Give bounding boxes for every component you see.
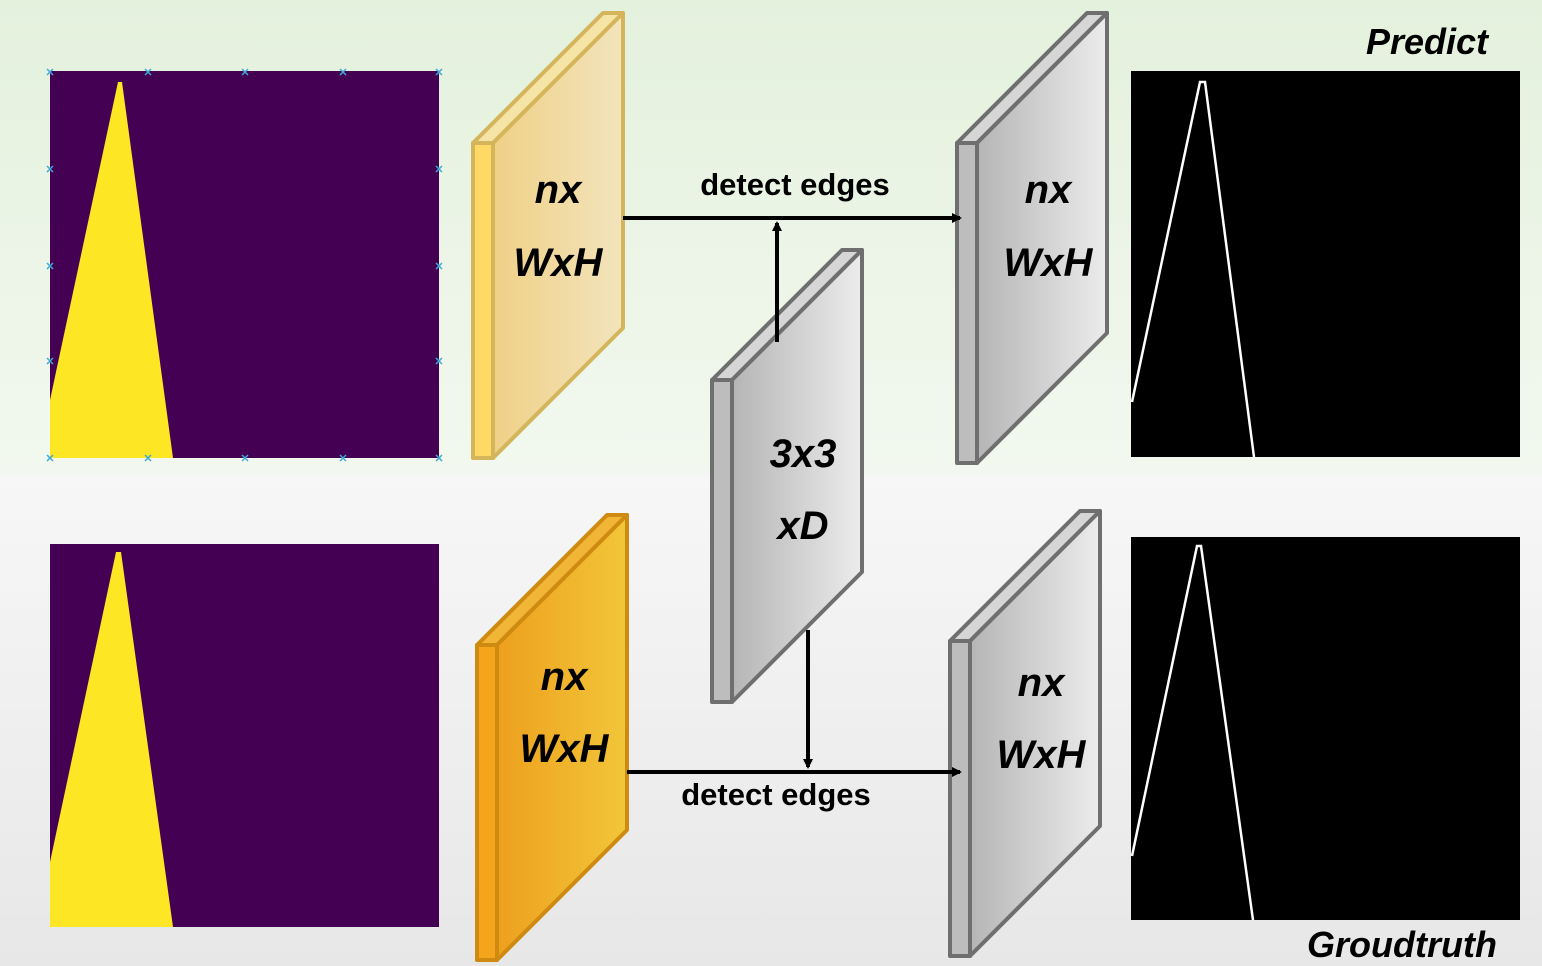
groundtruth-edge-image [1130, 537, 1520, 921]
kernel-depth: xD [775, 504, 828, 548]
predict-edge-size: WxH [1004, 241, 1094, 285]
top-detect-edges-label: detect edges [700, 167, 890, 202]
groundtruth-row-label: Groudtruth [1307, 924, 1497, 965]
groundtruth-feature-size: WxH [520, 727, 610, 771]
predict-mask-image [46, 68, 443, 462]
predict-edge-count: nx [1025, 168, 1073, 212]
top-detect-edges-arrow: detect edges [623, 167, 962, 223]
groundtruth-edge-size: WxH [997, 733, 1087, 777]
predict-feature-size: WxH [514, 241, 604, 285]
predict-edge-block: nx WxH [955, 11, 1109, 465]
groundtruth-edge-block: nx WxH [948, 509, 1102, 958]
groundtruth-edge-count: nx [1018, 661, 1066, 705]
predict-feature-count: nx [535, 168, 583, 212]
bottom-detect-edges-label: detect edges [681, 777, 871, 812]
groundtruth-feature-count: nx [541, 655, 589, 699]
bottom-detect-edges-arrow: detect edges [627, 767, 962, 812]
groundtruth-mask-image [50, 544, 439, 927]
predict-edge-image [1130, 71, 1520, 458]
kernel-size: 3x3 [770, 432, 837, 476]
groundtruth-feature-block: nx WxH [475, 513, 629, 962]
predict-feature-block: nx WxH [471, 11, 625, 460]
kernel-block: 3x3 xD [710, 248, 864, 704]
tick-markers [46, 68, 443, 462]
predict-row-label: Predict [1366, 21, 1490, 62]
